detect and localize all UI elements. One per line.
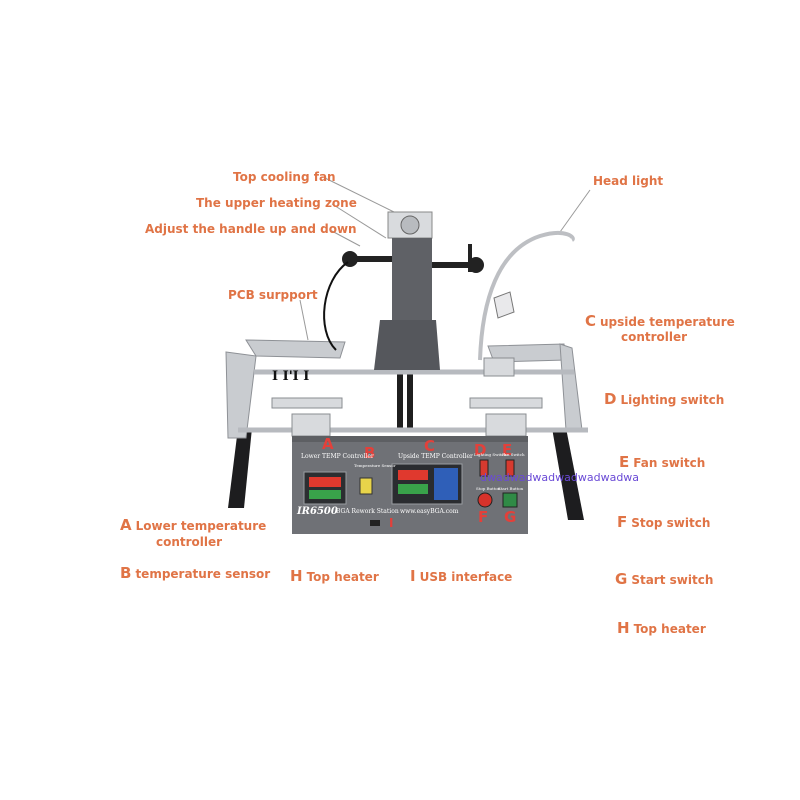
- panel-key-d: D: [474, 441, 487, 459]
- panel-key-b: B: [364, 444, 376, 462]
- label-g-text: Start switch: [631, 573, 714, 587]
- panel-lower-ctrl-text: Lower TEMP Controller: [301, 453, 374, 460]
- panel-stop-text: Stop Button: [476, 486, 501, 491]
- label-pcb-support: PCB surpport: [228, 288, 318, 302]
- pcb-support-frame: [225, 339, 583, 439]
- label-c-key: C: [585, 312, 597, 330]
- label-upper-heating-zone: The upper heating zone: [196, 196, 357, 210]
- label-h-text: Top heater: [306, 570, 379, 584]
- clamps: [271, 357, 543, 437]
- head-light: [478, 230, 575, 361]
- panel-start-text: Start Button: [498, 486, 524, 491]
- label-head-light: Head light: [593, 174, 664, 188]
- label-e-key: E: [619, 453, 630, 471]
- leader-lines: [299, 177, 591, 341]
- upside-temp-display: [391, 463, 463, 505]
- temperature-sensor-port: [359, 477, 373, 495]
- lower-temp-display: [303, 471, 347, 505]
- label-b-key: B: [120, 564, 132, 582]
- panel-key-g: G: [504, 508, 517, 526]
- label-a-text-1: Lower temperature: [135, 519, 267, 533]
- label-d-text: Lighting switch: [620, 393, 725, 407]
- label-h-key: H: [290, 567, 303, 585]
- machine-legs: [228, 428, 584, 520]
- label-i-text: USB interface: [419, 570, 513, 584]
- panel-key-a: A: [322, 435, 334, 453]
- label-a-key: A: [120, 516, 132, 534]
- panel-upside-ctrl-text: Upside TEMP Controller: [398, 453, 473, 460]
- panel-key-i: I: [389, 516, 394, 530]
- label-f-text: Stop switch: [631, 516, 711, 530]
- label-top-cooling-fan: Top cooling fan: [233, 170, 336, 184]
- panel-key-f: F: [478, 508, 489, 526]
- panel-model: IR6500: [297, 506, 338, 517]
- panel-switches: [477, 459, 518, 508]
- label-i-key: I: [410, 567, 416, 585]
- label-c-text-1: upside temperature: [600, 315, 735, 329]
- panel-fan-text: Fan Switch: [502, 452, 525, 457]
- label-e-text: Fan switch: [633, 456, 706, 470]
- usb-port: [370, 520, 380, 526]
- label-h2-key: H: [617, 619, 630, 637]
- label-a-text-2: controller: [156, 535, 223, 549]
- panel-subtitle: BGA Rework Station: [336, 508, 399, 515]
- panel-lighting-text: Lighting Switch: [474, 452, 507, 457]
- panel-temp-sensor-text: Temperature Sensor: [354, 463, 396, 468]
- rear-bars: [397, 372, 413, 432]
- panel-key-e: E: [502, 441, 513, 459]
- label-h2-text: Top heater: [633, 622, 706, 636]
- label-b-text: temperature sensor: [135, 567, 271, 581]
- upper-heating-column: [374, 211, 440, 370]
- watermark-text: dwadwadwadwadwadwadwa: [480, 471, 640, 484]
- panel-website: www.easyBGA.com: [400, 508, 459, 515]
- label-f-key: F: [617, 513, 628, 531]
- label-c-text-2: controller: [621, 330, 688, 344]
- label-d-key: D: [604, 390, 617, 408]
- label-g-key: G: [615, 570, 628, 588]
- panel-key-c: C: [424, 437, 436, 455]
- label-adjust-handle: Adjust the handle up and down: [145, 222, 357, 236]
- ruler-text: I I'I I: [272, 369, 310, 384]
